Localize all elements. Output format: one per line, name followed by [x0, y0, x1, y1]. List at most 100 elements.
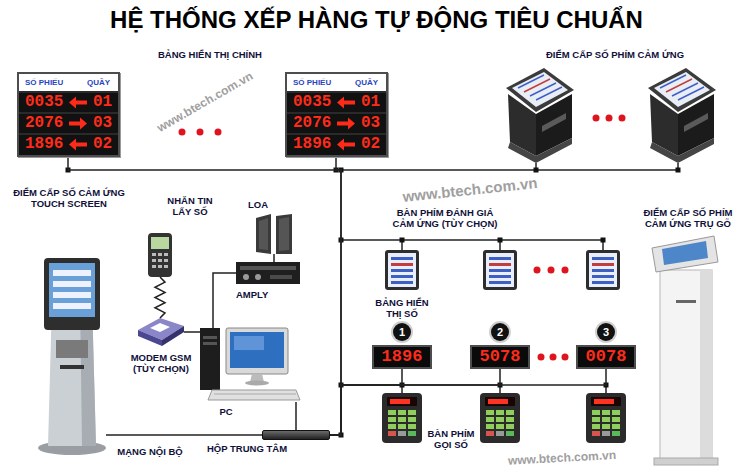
speaker	[276, 214, 292, 254]
display-header: QUẦY	[355, 74, 378, 91]
amplifier	[243, 274, 249, 280]
mobile-phone	[158, 265, 162, 268]
touch-screen-kiosk	[44, 258, 100, 330]
pc	[226, 328, 288, 374]
direction-arrow	[337, 97, 355, 109]
device-label: HỘP TRUNG TÂM	[207, 443, 307, 454]
mobile-phone	[164, 265, 168, 268]
gsm-modem	[138, 318, 184, 346]
pillar-kiosk	[652, 236, 718, 272]
display-digits: 0078	[578, 347, 634, 367]
counter-display: 25078	[470, 345, 530, 369]
direction-arrow	[337, 118, 355, 130]
ticket-number: 2076	[293, 114, 331, 133]
touch-screen-kiosk	[53, 270, 91, 276]
rating-pad	[385, 250, 419, 290]
mobile-phone	[158, 259, 162, 262]
touch-screen-kiosk	[53, 292, 91, 298]
watermark: www.btech.com.vn	[155, 69, 256, 136]
amplifier	[240, 266, 296, 270]
direction-arrow	[69, 97, 87, 109]
ellipsis-dots	[548, 267, 555, 274]
tabletop-kiosk	[506, 68, 716, 163]
mobile-phone: NHẮN TIN LẤY SỐ	[148, 233, 172, 277]
pillar-kiosk	[660, 270, 712, 460]
counter-display: 11896	[372, 345, 432, 369]
display-digits: 1896	[374, 347, 430, 367]
touch-screen-kiosk	[56, 340, 88, 358]
call-keypad	[480, 393, 520, 443]
section-heading: ĐIỂM CẤP SỐ PHÍM CẢM ỨNG	[505, 49, 725, 60]
main-display: SỐ PHIẾUQUẦY003501207603189602	[17, 72, 120, 157]
ellipsis-dots	[550, 354, 557, 361]
section-heading: BÀN PHÍM GỌI SỐ	[424, 428, 478, 450]
ellipsis-dots	[538, 354, 545, 361]
ticket-number: 0035	[25, 93, 63, 112]
section-heading: BÀN PHÍM ĐÁNH GIÁ CẢM ỨNG (TÙY CHỌN)	[389, 207, 501, 229]
display-header: SỐ PHIẾU	[25, 74, 63, 91]
pillar-kiosk	[700, 270, 712, 460]
ellipsis-dots	[606, 115, 613, 122]
central-hub: HỘP TRUNG TÂM	[262, 430, 330, 440]
ellipsis-dots	[562, 354, 569, 361]
pc	[208, 390, 300, 400]
row-divider	[287, 134, 386, 135]
amplifier	[236, 262, 300, 284]
tabletop-kiosk	[506, 68, 574, 163]
network-cable	[295, 402, 297, 430]
pillar-kiosk	[676, 300, 696, 303]
touch-kiosk: ĐIỂM CẤP SỐ CẢM ỨNG TOUCH SCREEN	[38, 255, 106, 455]
network-cable	[213, 273, 236, 328]
junction-dot	[66, 168, 681, 438]
speaker: LOA	[255, 214, 293, 254]
ticket-number: 0035	[293, 93, 331, 112]
pillar-kiosk	[654, 458, 718, 465]
section-heading: BẢNG HIỂN THỊ CHÍNH	[138, 49, 282, 60]
rating-pad	[385, 250, 620, 290]
edge-label: MẠNG NỘI BỘ	[115, 446, 184, 457]
network-cable	[184, 331, 200, 333]
amplifier	[255, 274, 261, 280]
watermark: www.btech.com.vn	[402, 174, 538, 206]
ellipsis-dots	[179, 115, 626, 361]
counter-number: 02	[93, 135, 112, 154]
mobile-phone	[148, 233, 172, 277]
gsm-modem: MODEM GSM (TÙY CHỌN)	[138, 318, 184, 346]
speaker	[256, 214, 271, 254]
network-cable	[155, 277, 165, 318]
direction-arrow	[69, 118, 87, 130]
counter-badge: 3	[597, 323, 615, 341]
speaker	[256, 214, 292, 254]
pc	[234, 336, 264, 350]
row-divider	[19, 92, 118, 93]
gsm-modem	[138, 330, 162, 346]
mobile-phone	[152, 259, 156, 262]
counter-number: 01	[361, 93, 380, 112]
junction-dot	[676, 168, 681, 173]
ellipsis-dots	[619, 115, 626, 122]
pc	[200, 328, 220, 390]
ticket-number: 1896	[25, 135, 63, 154]
display-header-band	[287, 74, 386, 91]
gsm-modem	[150, 323, 170, 332]
display-header-band	[19, 74, 118, 91]
display-digits: 5078	[472, 347, 528, 367]
junction-dot	[498, 238, 503, 243]
touch-screen-kiosk	[38, 258, 106, 455]
mobile-phone	[148, 233, 172, 277]
pc	[203, 336, 217, 339]
mobile-phone	[152, 253, 156, 256]
network-cable	[68, 157, 341, 435]
device-label: LOA	[243, 199, 273, 210]
device-label: ĐIỂM CẤP SỐ CẢM ỨNG TOUCH SCREEN	[8, 187, 130, 209]
device-label: AMPLY	[236, 289, 286, 300]
section-heading: BẢNG HIỂN THỊ SỐ	[372, 297, 432, 319]
pc	[214, 394, 296, 395]
bus-wire	[341, 239, 603, 241]
call-keypad	[382, 393, 626, 443]
display-header: SỐ PHIẾU	[293, 74, 331, 91]
speaker	[279, 217, 289, 251]
row-divider	[287, 113, 386, 114]
mobile-phone	[158, 253, 162, 256]
